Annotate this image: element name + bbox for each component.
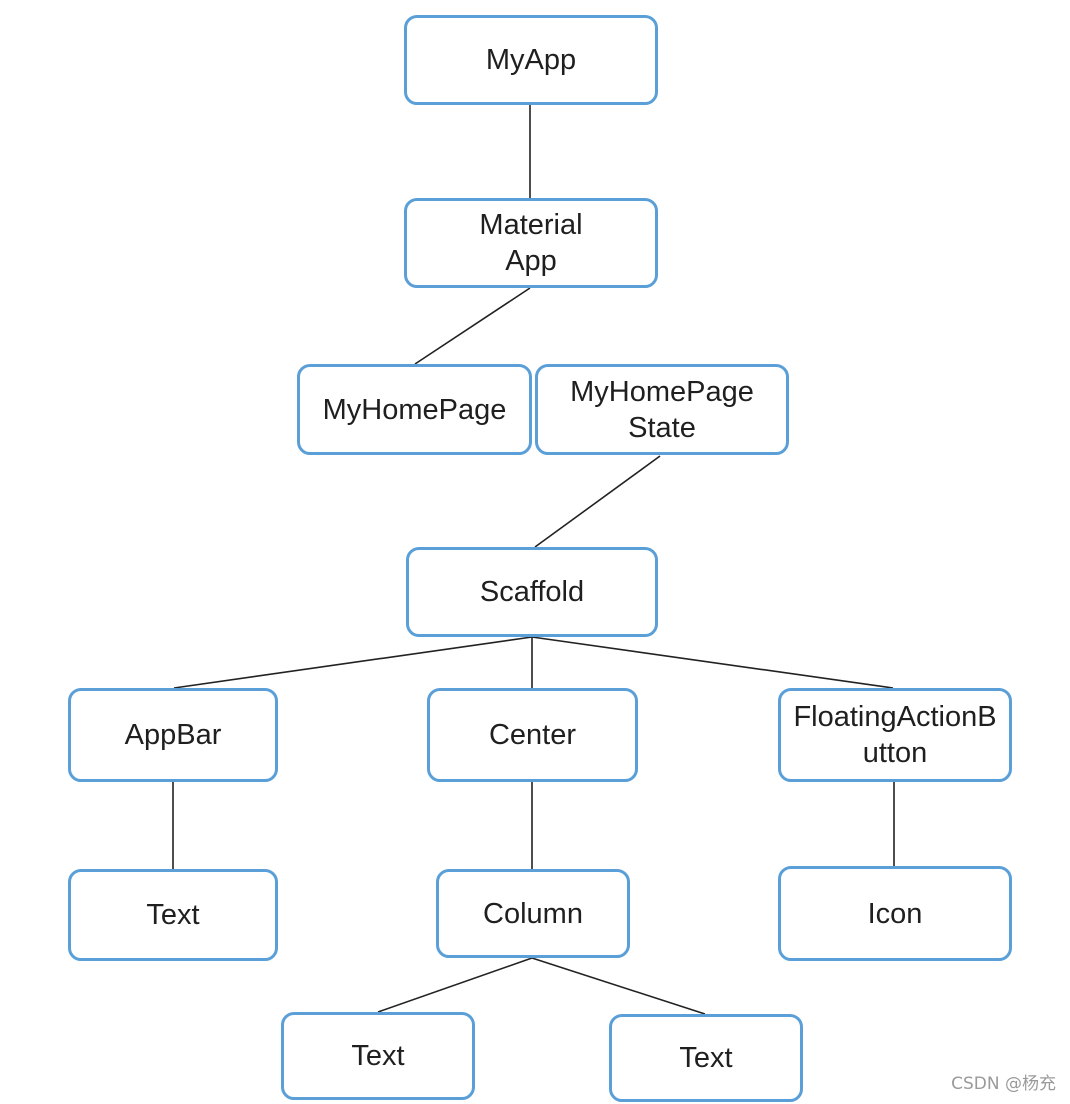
edge-column-text-right — [531, 957, 706, 1015]
node-label: MyHomePage State — [570, 375, 754, 444]
node-label: MyHomePage — [322, 393, 507, 426]
node-label: Text — [146, 899, 200, 931]
edge-scaffold-fab — [531, 636, 894, 689]
node-label: Icon — [867, 897, 923, 930]
edge-scaffold-appbar — [173, 636, 533, 689]
node-myapp: MyApp — [404, 15, 658, 105]
node-label: Text — [351, 1040, 405, 1072]
node-label: Material App — [479, 209, 583, 277]
node-label: Scaffold — [479, 576, 585, 608]
node-floating-action-button: FloatingActionB utton — [778, 688, 1012, 782]
node-column: Column — [436, 869, 630, 958]
node-label: FloatingActionB utton — [793, 701, 997, 769]
node-appbar: AppBar — [68, 688, 278, 782]
node-material-app: Material App — [404, 198, 658, 288]
edge-materialapp-myhomepage — [414, 287, 531, 365]
watermark: CSDN @杨充 — [951, 1074, 1056, 1094]
node-label: Center — [488, 719, 577, 751]
node-appbar-text: Text — [68, 869, 278, 961]
node-column-text-left: Text — [281, 1012, 475, 1100]
node-center: Center — [427, 688, 638, 782]
edge-myhomepagestate-scaffold — [534, 455, 661, 548]
node-scaffold: Scaffold — [406, 547, 658, 637]
node-label: Column — [483, 897, 583, 930]
node-label: MyApp — [485, 44, 577, 76]
node-myhomepage: MyHomePage — [297, 364, 532, 455]
node-column-text-right: Text — [609, 1014, 803, 1102]
edge-column-text-left — [377, 957, 533, 1013]
node-myhomepage-state: MyHomePage State — [535, 364, 789, 455]
node-label: AppBar — [124, 719, 222, 751]
node-label: Text — [679, 1042, 733, 1074]
node-icon: Icon — [778, 866, 1012, 961]
